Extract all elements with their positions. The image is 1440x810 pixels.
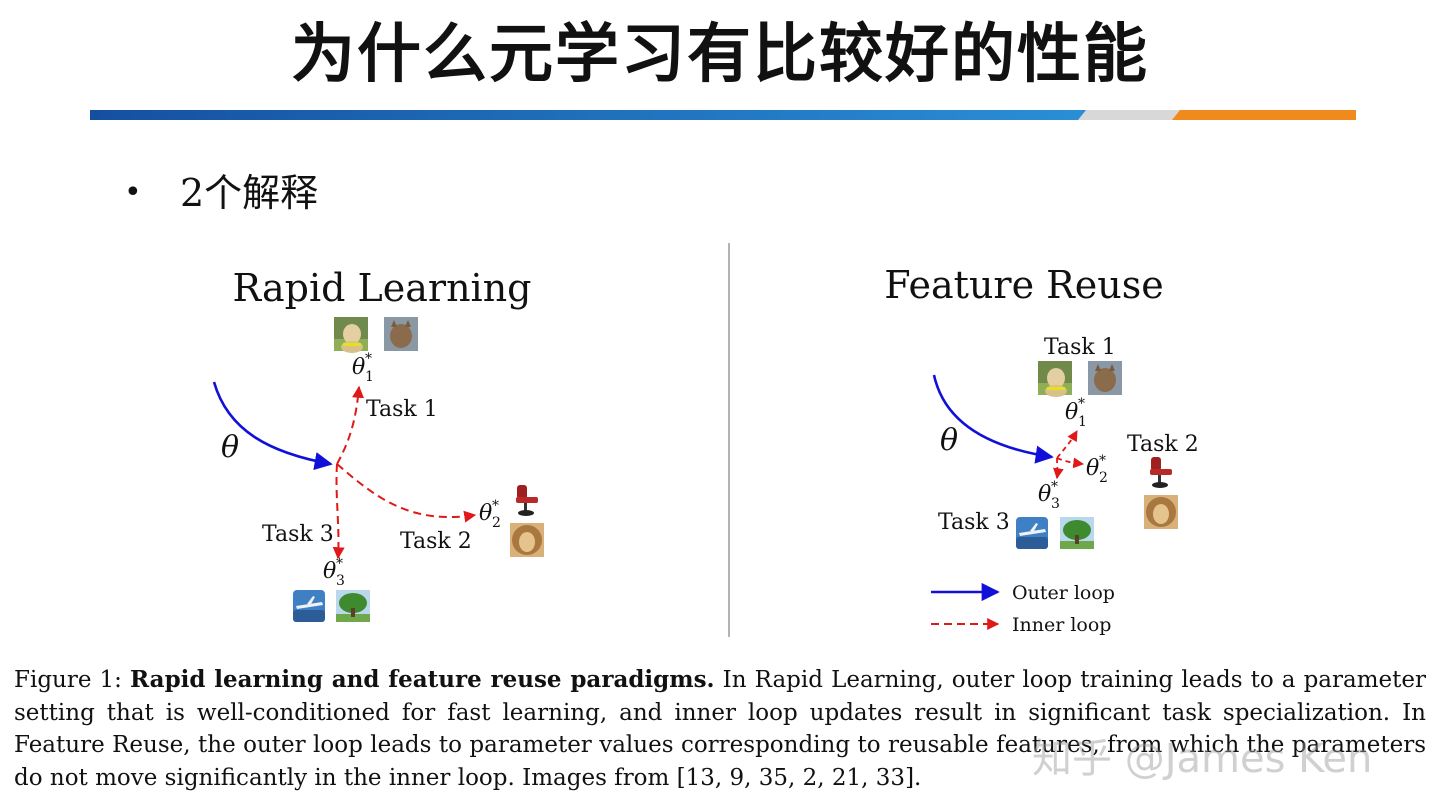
fr-task1-label: Task 1 (1044, 335, 1116, 360)
legend-outer-label: Outer loop (1012, 582, 1115, 604)
fr-theta3-star: θ * 3 (1038, 479, 1060, 512)
svg-text:*: * (1099, 453, 1106, 469)
svg-text:*: * (492, 498, 499, 514)
fr-task2-label: Task 2 (1127, 432, 1199, 457)
rl-task1-label: Task 1 (366, 397, 438, 422)
rl-task2-label: Task 2 (400, 529, 472, 554)
fr-task2-arrow (1056, 457, 1085, 469)
rl-task3-label: Task 3 (262, 522, 334, 547)
svg-text:3: 3 (336, 573, 345, 589)
dog-image (1038, 361, 1072, 397)
svg-text:*: * (1078, 396, 1085, 412)
dog-image (334, 317, 368, 353)
rl-theta: θ (221, 430, 239, 465)
fr-theta1-star: θ * 1 (1065, 396, 1087, 430)
cat-image (384, 317, 418, 351)
airplane-image (293, 590, 325, 622)
rl-theta1-star: θ * 1 (352, 351, 374, 385)
feature-reuse-panel: Feature Reuse Task 1 θ * 1 θ θ (884, 263, 1198, 636)
rl-theta3-star: θ * 3 (323, 556, 345, 589)
lion-image (1144, 495, 1178, 529)
svg-text:θ: θ (479, 501, 492, 526)
figure-1: Rapid Learning θ * 1 Task 1 θ (212, 243, 1199, 637)
chair-image (1150, 457, 1172, 488)
legend: Outer loop Inner loop (931, 582, 1115, 636)
caption-label: Figure 1: (14, 667, 122, 693)
feature-reuse-title: Feature Reuse (884, 263, 1163, 307)
svg-text:θ: θ (352, 355, 365, 380)
svg-text:1: 1 (365, 369, 374, 385)
svg-text:*: * (1051, 479, 1058, 495)
rl-task1-arrow (336, 385, 364, 465)
caption-text: In Rapid Learning, outer loop training l… (14, 667, 1427, 791)
tree-image (1060, 517, 1094, 549)
legend-inner-label: Inner loop (1012, 614, 1111, 636)
title-rule (90, 110, 1356, 120)
airplane-image (1016, 517, 1048, 549)
chair-image (516, 485, 538, 516)
slide-title: 为什么元学习有比较好的性能 (291, 18, 1149, 92)
rl-outer-loop-arrow (212, 381, 333, 471)
svg-text:θ: θ (1086, 456, 1099, 481)
rapid-learning-panel: Rapid Learning θ * 1 Task 1 θ (212, 266, 544, 622)
svg-text:*: * (336, 556, 343, 572)
bullet-text: 2个解释 (180, 171, 319, 215)
rapid-learning-title: Rapid Learning (233, 266, 532, 310)
svg-text:θ: θ (1038, 482, 1051, 507)
figure-caption: Figure 1: Rapid learning and feature reu… (14, 664, 1426, 794)
fr-outer-loop-arrow (932, 374, 1054, 464)
fr-task1-arrow (1056, 430, 1078, 459)
svg-text:3: 3 (1051, 496, 1060, 512)
rl-task2-arrow (336, 463, 477, 523)
fr-task3-label: Task 3 (938, 510, 1010, 535)
fr-theta: θ (940, 423, 958, 458)
svg-text:θ: θ (1065, 400, 1078, 425)
svg-text:2: 2 (1099, 470, 1108, 486)
svg-text:1: 1 (1078, 414, 1087, 430)
rl-task3-arrow (332, 463, 345, 560)
lion-image (510, 523, 544, 557)
rl-theta2-star: θ * 2 (479, 498, 501, 531)
cat-image (1088, 361, 1122, 395)
svg-text:*: * (365, 351, 372, 367)
bullet-marker: • (124, 175, 142, 210)
svg-text:2: 2 (492, 515, 501, 531)
bullet-item: • 2个解释 (124, 168, 318, 218)
fr-theta2-star: θ * 2 (1086, 453, 1108, 486)
caption-bold: Rapid learning and feature reuse paradig… (130, 666, 715, 693)
svg-text:θ: θ (323, 559, 336, 584)
tree-image (336, 590, 370, 622)
